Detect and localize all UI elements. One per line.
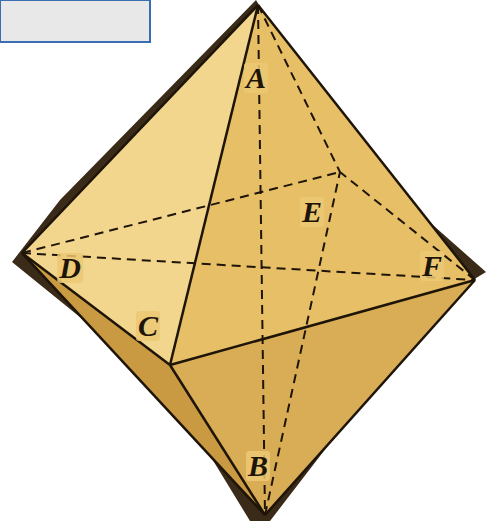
corner-panel xyxy=(0,0,150,42)
dark-backdrop xyxy=(12,0,486,521)
vertex-label: A xyxy=(244,63,268,93)
vertex-label: B xyxy=(246,451,270,481)
vertex-label: E xyxy=(300,197,324,227)
face xyxy=(170,280,475,515)
visible-edges xyxy=(22,5,475,515)
hidden-edges xyxy=(22,5,475,515)
vertex-label: C xyxy=(136,311,160,341)
vertex-label: F xyxy=(420,251,444,281)
vertex-label: D xyxy=(57,253,83,283)
